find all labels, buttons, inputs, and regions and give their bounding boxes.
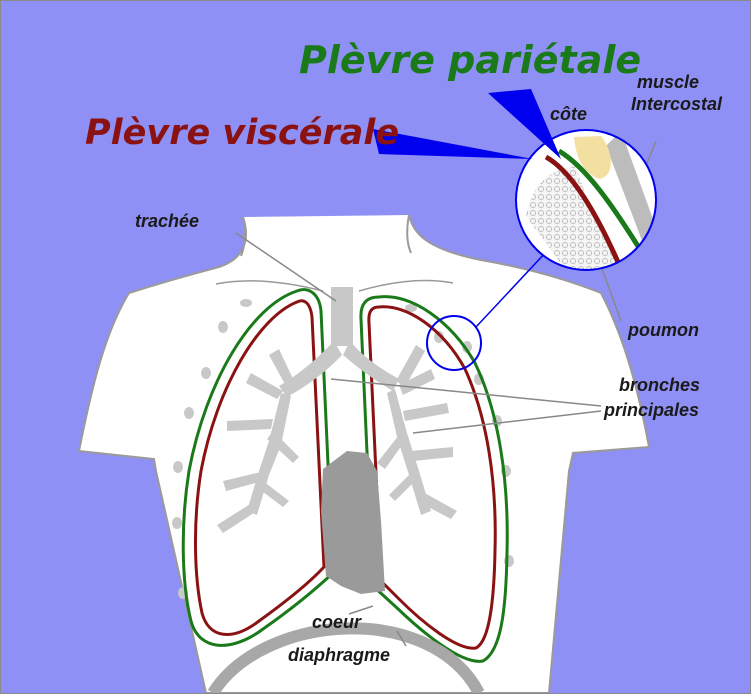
trachea-label: trachée bbox=[135, 212, 199, 232]
lung-label: poumon bbox=[628, 321, 699, 341]
heart-label: coeur bbox=[312, 613, 361, 633]
parietal-pleura-title: Plèvre pariétale bbox=[299, 41, 641, 79]
heart bbox=[321, 451, 385, 594]
bronchi-label-line1: bronches bbox=[619, 376, 700, 396]
rib-label: côte bbox=[550, 105, 587, 125]
diaphragm-label: diaphragme bbox=[288, 646, 390, 666]
bronchi-label-line2: principales bbox=[604, 401, 699, 421]
visceral-pleura-title: Plèvre viscérale bbox=[85, 116, 399, 151]
muscle-label: muscle bbox=[637, 73, 699, 93]
intercostal-label: Intercostal bbox=[631, 95, 722, 115]
